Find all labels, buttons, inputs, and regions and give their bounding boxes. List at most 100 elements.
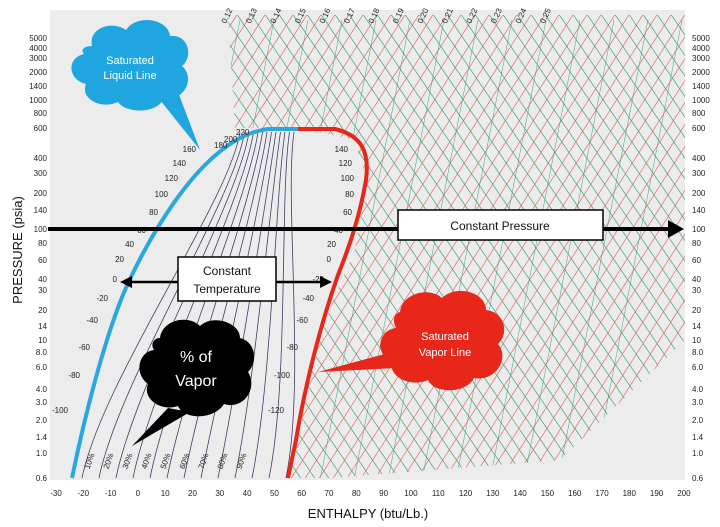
liquid-temperature-label: -20 bbox=[96, 294, 108, 303]
entropy-line bbox=[489, 19, 581, 478]
y-tick-label: 1000 bbox=[692, 96, 710, 105]
entropy-line bbox=[591, 19, 683, 478]
isentrope-green-line bbox=[485, 15, 685, 478]
x-tick-label: 20 bbox=[188, 489, 197, 498]
isentrope-green-line bbox=[228, 15, 387, 478]
constant-temperature-line-1: Constant bbox=[203, 264, 252, 278]
y-tick-label: 1400 bbox=[692, 82, 710, 91]
x-axis-title: ENTHALPY (btu/Lb.) bbox=[308, 506, 428, 521]
y-axis-title: PRESSURE (psia) bbox=[10, 196, 25, 304]
y-tick-label: 8.0 bbox=[692, 348, 704, 357]
isotherm-red-line bbox=[228, 15, 325, 478]
x-tick-label: 60 bbox=[297, 489, 306, 498]
liquid-temperature-label: 100 bbox=[155, 190, 169, 199]
y-tick-label: 6.0 bbox=[36, 363, 48, 372]
x-tick-label: 30 bbox=[215, 489, 224, 498]
vapor-temperature-label: 100 bbox=[341, 174, 355, 183]
vapor-temperature-label: 0 bbox=[327, 255, 332, 264]
x-tick-label: -30 bbox=[50, 489, 62, 498]
isotherm-red-line bbox=[541, 15, 685, 478]
liquid-temperature-label: -100 bbox=[52, 406, 69, 415]
liquid-temperature-label: -80 bbox=[68, 371, 80, 380]
x-tick-label: 100 bbox=[404, 489, 418, 498]
isotherm-red-line bbox=[710, 10, 720, 480]
isotherm-red-line bbox=[303, 15, 605, 478]
liquid-temperature-label: -40 bbox=[86, 316, 98, 325]
isentrope-green-line bbox=[303, 15, 625, 478]
y-tick-label: 8.0 bbox=[36, 348, 48, 357]
y-tick-label: 5000 bbox=[29, 34, 47, 43]
y-tick-label: 300 bbox=[692, 169, 706, 178]
isentrope-green-line bbox=[597, 15, 685, 478]
x-tick-label: 120 bbox=[459, 489, 473, 498]
isotherm-red-line bbox=[499, 15, 685, 478]
y-tick-label: 40 bbox=[692, 275, 701, 284]
liquid-temperature-label: 0 bbox=[113, 275, 118, 284]
saturated-liquid-line-2: Liquid Line bbox=[103, 70, 156, 82]
y-tick-label: 1000 bbox=[29, 96, 47, 105]
x-tick-label: 70 bbox=[325, 489, 334, 498]
entropy-line bbox=[421, 19, 513, 478]
isentrope-green-line bbox=[289, 15, 611, 478]
isentrope-green-line bbox=[611, 15, 685, 478]
y-tick-label: 4.0 bbox=[36, 385, 48, 394]
x-tick-label: 150 bbox=[541, 489, 555, 498]
top-temperature-label: 200 bbox=[224, 135, 238, 144]
x-tick-label: -10 bbox=[105, 489, 117, 498]
vapor-temperature-label: 120 bbox=[339, 159, 353, 168]
y-tick-label: 1.4 bbox=[692, 433, 704, 442]
isotherm-red-line bbox=[387, 15, 685, 478]
isotherm-red-line bbox=[485, 15, 685, 478]
y-tick-label: 800 bbox=[34, 109, 48, 118]
isotherm-red-line bbox=[331, 15, 633, 478]
x-tick-label: 40 bbox=[243, 489, 252, 498]
isotherm-red-line bbox=[289, 15, 591, 478]
y-tick-label: 200 bbox=[34, 189, 48, 198]
isotherm-red-line bbox=[681, 15, 685, 478]
vapor-temperature-label: -80 bbox=[286, 343, 298, 352]
y-tick-label: 600 bbox=[34, 124, 48, 133]
x-tick-label: 130 bbox=[486, 489, 500, 498]
saturated-vapor-line-2: Vapor Line bbox=[419, 347, 471, 359]
y-tick-label: 14 bbox=[38, 322, 47, 331]
isentrope-green-line bbox=[233, 15, 555, 478]
quality-labels: 10%20%30%40%50%60%70%80%90% bbox=[83, 452, 249, 470]
saturated-vapor-line-1: Saturated bbox=[421, 331, 469, 343]
y-tick-label: 80 bbox=[692, 239, 701, 248]
isentrope-green-line bbox=[261, 15, 583, 478]
y-tick-label: 2000 bbox=[692, 68, 710, 77]
isentrope-green-line bbox=[345, 15, 667, 478]
x-tick-label: 90 bbox=[379, 489, 388, 498]
quality-curve bbox=[98, 131, 245, 479]
y-tick-label: 2000 bbox=[29, 68, 47, 77]
liquid-temperature-label: 140 bbox=[173, 159, 187, 168]
isentrope-green-line bbox=[429, 15, 685, 478]
vapor-percent-line-1: % of bbox=[180, 349, 213, 366]
y-axis-ticks-left: 5000400030002000140010008006004003002001… bbox=[29, 34, 47, 483]
constant-temperature-line-2: Temperature bbox=[193, 282, 261, 296]
liquid-temperature-label: 20 bbox=[115, 255, 124, 264]
isotherm-red-line bbox=[261, 15, 563, 478]
saturated-vapor-callout: Saturated Vapor Line bbox=[318, 290, 505, 391]
isotherm-red-line bbox=[228, 15, 353, 478]
isotherm-red-line bbox=[569, 15, 685, 478]
entropy-line bbox=[455, 19, 547, 478]
vapor-temperature-label: 140 bbox=[335, 145, 349, 154]
y-tick-label: 0.6 bbox=[692, 474, 704, 483]
x-tick-label: 140 bbox=[513, 489, 527, 498]
y-tick-label: 5000 bbox=[692, 34, 710, 43]
vapor-temperature-label: -120 bbox=[268, 406, 285, 415]
isotherm-red-line bbox=[429, 15, 685, 478]
liquid-temperature-label: 160 bbox=[183, 145, 197, 154]
vapor-temperature-label: 60 bbox=[343, 208, 352, 217]
x-tick-label: 110 bbox=[432, 489, 445, 498]
vapor-percent-callout: % of Vapor bbox=[132, 319, 255, 446]
y-tick-label: 100 bbox=[34, 225, 48, 234]
x-tick-label: 160 bbox=[568, 489, 582, 498]
saturated-vapor-line bbox=[286, 127, 369, 479]
isotherm-red-line bbox=[228, 15, 339, 478]
y-tick-label: 10 bbox=[38, 336, 47, 345]
x-tick-label: 180 bbox=[623, 489, 637, 498]
